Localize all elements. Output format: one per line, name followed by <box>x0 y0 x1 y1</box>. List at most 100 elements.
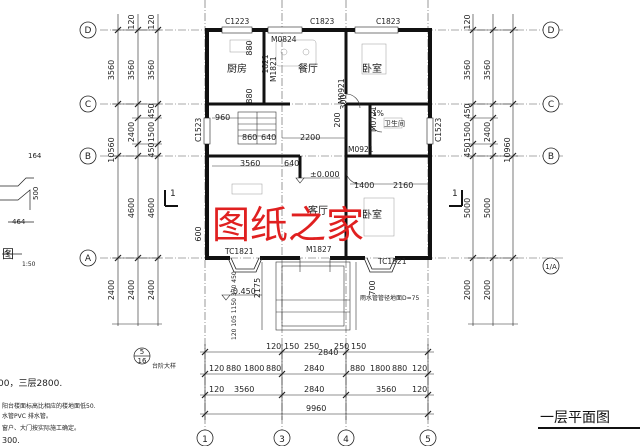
level-floor: ±0.000 <box>310 170 340 179</box>
bottom-r3-3560: 3560 <box>234 385 254 394</box>
dim-700: 700 <box>368 280 377 295</box>
left-dimension-ticks <box>114 26 162 262</box>
right-dim-1500: 1500 <box>463 122 472 142</box>
snippet-164: 164 <box>28 152 42 160</box>
bottom-dimension-lines <box>200 344 434 420</box>
dim-1821: 1821 <box>261 54 270 73</box>
bottom-r2-2840: 2840 <box>304 364 324 373</box>
bottom-r2-880: 880 <box>226 364 241 373</box>
bay-windows <box>227 257 399 273</box>
dim-960: 960 <box>215 113 230 122</box>
right-dim-2000: 2000 <box>463 280 472 300</box>
dim-2175: 2175 <box>253 278 262 298</box>
axis-label-bottom-1: 1 <box>202 435 208 445</box>
section-mark-right: 1 <box>452 189 458 199</box>
left-dimension-lines <box>112 14 162 326</box>
axis-label-right-b: B <box>548 152 554 162</box>
bottom-r1-150: 150 <box>284 342 299 351</box>
level-triangles <box>221 177 340 301</box>
left-dim-450: 450 <box>147 103 156 118</box>
rainpipe-note: 雨水管管径地面D=75 <box>360 294 419 302</box>
code-c1223: C1223 <box>225 17 250 26</box>
right-dim-450: 450 <box>463 103 472 118</box>
bottom-r1-2840: 2840 <box>318 348 338 357</box>
bottom-r2-1800b: 1800 <box>370 364 390 373</box>
dim-640a: 640 <box>261 133 276 142</box>
code-tc1821-r: TC1821 <box>377 257 407 266</box>
bottom-r2-120b: 120 <box>412 364 427 373</box>
dim-200: 200 <box>333 112 342 127</box>
room-label-living: 客厅 <box>308 204 328 217</box>
axis-label-bottom-3: 3 <box>279 435 285 445</box>
code-m1821: M1821 <box>269 56 278 82</box>
right-mid-5000: 5000 <box>483 198 492 218</box>
bottom-total: 9960 <box>306 404 326 413</box>
axis-label-bottom-5: 5 <box>425 435 431 445</box>
detail-ref-num: 5 <box>140 348 144 356</box>
left-dim-3560: 3560 <box>127 60 136 80</box>
level-ground: -0.450 <box>230 287 256 296</box>
dim-3560: 3560 <box>240 159 260 168</box>
code-c1823-a: C1823 <box>310 17 335 26</box>
left-total-dim: 10560 <box>107 137 116 162</box>
left-dim-120b: 120 <box>147 14 156 29</box>
code-c1523-l: C1523 <box>194 117 203 142</box>
code-tc1821-l: TC1821 <box>224 247 254 256</box>
right-dim-3560: 3560 <box>463 60 472 80</box>
axis-label-left-a: A <box>85 254 92 264</box>
bottom-dimension-ticks <box>201 348 432 418</box>
dim-600: 600 <box>194 226 203 241</box>
left-note-3: 水管PVC 排水管。 <box>2 412 52 420</box>
bottom-r2-1800: 1800 <box>244 364 264 373</box>
room-label-bedroom-ne: 卧室 <box>362 62 382 75</box>
axis-label-right-1a: 1/A <box>545 263 557 271</box>
left-dim-4600: 4600 <box>127 198 136 218</box>
axis-bubbles-right <box>542 21 560 275</box>
bottom-r1-150b: 150 <box>351 342 366 351</box>
left-note-1: 00，三层2800. <box>0 378 62 389</box>
snippet-chi: 图 <box>2 247 14 261</box>
room-label-kitchen: 厨房 <box>227 62 247 75</box>
left-dim-120: 120 <box>127 14 136 29</box>
left-detail-snippet <box>0 177 34 255</box>
left-total-upper: 3560 <box>107 60 116 80</box>
left-dim-2400: 2400 <box>127 122 136 142</box>
code-c1523-r: C1523 <box>434 117 443 142</box>
slope-mark: 1% <box>372 109 384 118</box>
left-bottom-dim: 2400 <box>107 280 116 300</box>
code-m0921-b: M0921 <box>348 145 374 154</box>
left-note-5: 300. <box>2 436 20 445</box>
axis-label-right-c: C <box>548 100 554 110</box>
bottom-r2-120: 120 <box>209 364 224 373</box>
right-dimension-lines <box>468 14 518 326</box>
furniture <box>229 39 403 237</box>
left-note-2: 阳台楼面标高比相应的楼地面低50. <box>2 402 96 410</box>
code-m0921-a: M0921 <box>337 78 346 104</box>
right-mid-2400: 2400 <box>483 122 492 142</box>
axis-label-right-d: D <box>548 26 555 36</box>
stair <box>237 111 277 145</box>
bottom-r3-120: 120 <box>209 385 224 394</box>
right-dim-450b: 450 <box>463 142 472 157</box>
entry-steps <box>261 261 357 331</box>
vertical-bottom-dims: 120 105 1150 370 450 <box>231 271 238 340</box>
room-label-bath: 卫生间 <box>384 119 405 128</box>
axis-label-left-b: B <box>85 152 91 162</box>
code-m1827: M1827 <box>306 245 332 254</box>
dim-860: 860 <box>242 133 257 142</box>
dim-1400: 1400 <box>354 181 374 190</box>
inner-dim-lines <box>212 117 428 185</box>
right-mid-2000: 2000 <box>483 280 492 300</box>
detail-ref-bubble <box>133 347 151 365</box>
dim-880a: 880 <box>245 40 254 55</box>
axis-label-bottom-4: 4 <box>343 435 349 445</box>
bottom-r2-880c: 880 <box>350 364 365 373</box>
dim-300: 300 <box>339 94 348 109</box>
left-dim-1500: 1500 <box>147 122 156 142</box>
plan-title: 一层平面图 <box>540 410 610 426</box>
left-dim-4600b: 4600 <box>147 198 156 218</box>
dim-2160: 2160 <box>393 181 413 190</box>
dim-880b: 880 <box>245 88 254 103</box>
bottom-r3-120b: 120 <box>412 385 427 394</box>
